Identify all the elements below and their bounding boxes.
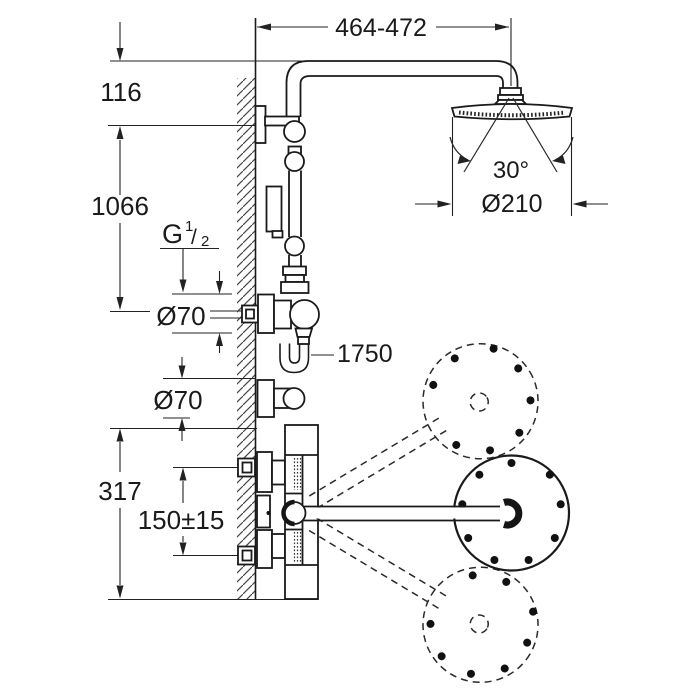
dim-label-lower-flange: Ø70 bbox=[153, 385, 202, 415]
shower-arm-pipe bbox=[285, 60, 529, 117]
lever-position-lower-dashed bbox=[308, 517, 539, 684]
thread-size-letter: G bbox=[162, 219, 183, 249]
dim-label-head-diameter: Ø210 bbox=[481, 190, 542, 218]
shower-hose bbox=[279, 343, 310, 374]
dim-label-wall-offset: 116 bbox=[100, 77, 141, 107]
valve-escutcheon bbox=[257, 293, 275, 334]
wall-bracket-upper bbox=[254, 105, 306, 144]
thread-size-numerator: 1 bbox=[185, 218, 193, 235]
dimension-labels: 464-472 116 1066 G 1 / 2 Ø70 1750 Ø70 31… bbox=[91, 14, 543, 535]
dial-dots bbox=[426, 571, 538, 678]
dim-label-hose-length: 1750 bbox=[337, 340, 393, 368]
lever-arm bbox=[302, 507, 500, 519]
dimension-arrows bbox=[116, 22, 608, 599]
dim-label-upper-flange: Ø70 bbox=[156, 301, 205, 331]
spray-cone bbox=[449, 97, 574, 173]
lever-arm-hub bbox=[502, 498, 523, 529]
diverter-knob bbox=[289, 299, 320, 330]
upper-port-union bbox=[237, 457, 256, 478]
slide-rail bbox=[265, 145, 310, 294]
supply-stub bbox=[210, 310, 242, 319]
dim-label-spray-angle: 30° bbox=[493, 157, 529, 184]
thread-size-denominator: 2 bbox=[201, 233, 209, 250]
head-shower bbox=[450, 103, 574, 121]
glide-element-lower bbox=[284, 235, 305, 257]
dim-label-top-span: 464-472 bbox=[335, 14, 427, 42]
lever-solid bbox=[281, 454, 571, 572]
dim-label-riser-height: 1066 bbox=[91, 191, 149, 221]
hand-shower-holder bbox=[265, 185, 283, 233]
lever-position-upper-dashed bbox=[308, 342, 539, 509]
dim-label-body-height: 317 bbox=[98, 476, 141, 506]
lower-port-union bbox=[237, 545, 256, 566]
diverter-valve bbox=[241, 293, 320, 374]
wall-union-lower bbox=[256, 379, 306, 418]
dim-label-port-spacing: 150±15 bbox=[138, 505, 225, 535]
thread-size-slash: / bbox=[191, 226, 197, 249]
glide-element-upper bbox=[284, 151, 305, 172]
inlet-union bbox=[241, 304, 259, 324]
dial-dots bbox=[429, 344, 535, 455]
head-connector-nut bbox=[499, 87, 522, 96]
